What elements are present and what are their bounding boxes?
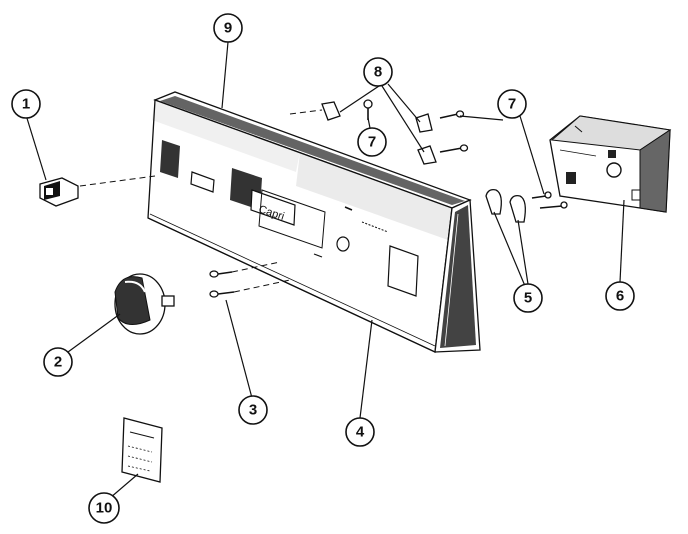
svg-text:3: 3	[249, 402, 257, 419]
cable-clamps	[485, 188, 568, 223]
vent-grille-left	[160, 140, 180, 178]
brand-label-box	[250, 189, 296, 226]
callout-7-right: 7	[497, 89, 527, 119]
svg-text:10: 10	[96, 500, 113, 517]
svg-text:5: 5	[524, 290, 532, 307]
callout-1: 1	[11, 89, 41, 119]
instruction-card	[121, 417, 163, 483]
svg-text:4: 4	[356, 424, 365, 441]
svg-text:1: 1	[22, 96, 30, 113]
callout-3: 3	[238, 395, 268, 425]
control-panel: Capri	[147, 91, 481, 353]
callout-6: 6	[605, 281, 635, 311]
control-knob	[114, 273, 175, 335]
timer-assembly	[549, 115, 672, 213]
svg-text:7: 7	[368, 134, 376, 151]
display-window-small	[190, 171, 215, 193]
callout-5: 5	[513, 283, 543, 313]
callout-8: 8	[363, 57, 393, 87]
leader-lines	[25, 41, 625, 499]
svg-text:2: 2	[54, 354, 62, 371]
knob-hole	[336, 236, 350, 252]
callout-7-left: 7	[357, 127, 387, 157]
callout-4: 4	[345, 417, 375, 447]
svg-text:8: 8	[374, 64, 382, 81]
rocker-switch	[39, 175, 156, 207]
display-window-right	[387, 245, 419, 297]
callout-10: 10	[88, 492, 120, 524]
callout-9: 9	[213, 13, 243, 43]
clip-screws	[363, 99, 469, 153]
callout-2: 2	[43, 347, 73, 377]
panel-screws	[209, 261, 291, 298]
svg-text:6: 6	[616, 288, 624, 305]
svg-text:7: 7	[508, 96, 516, 113]
svg-text:9: 9	[224, 20, 232, 37]
